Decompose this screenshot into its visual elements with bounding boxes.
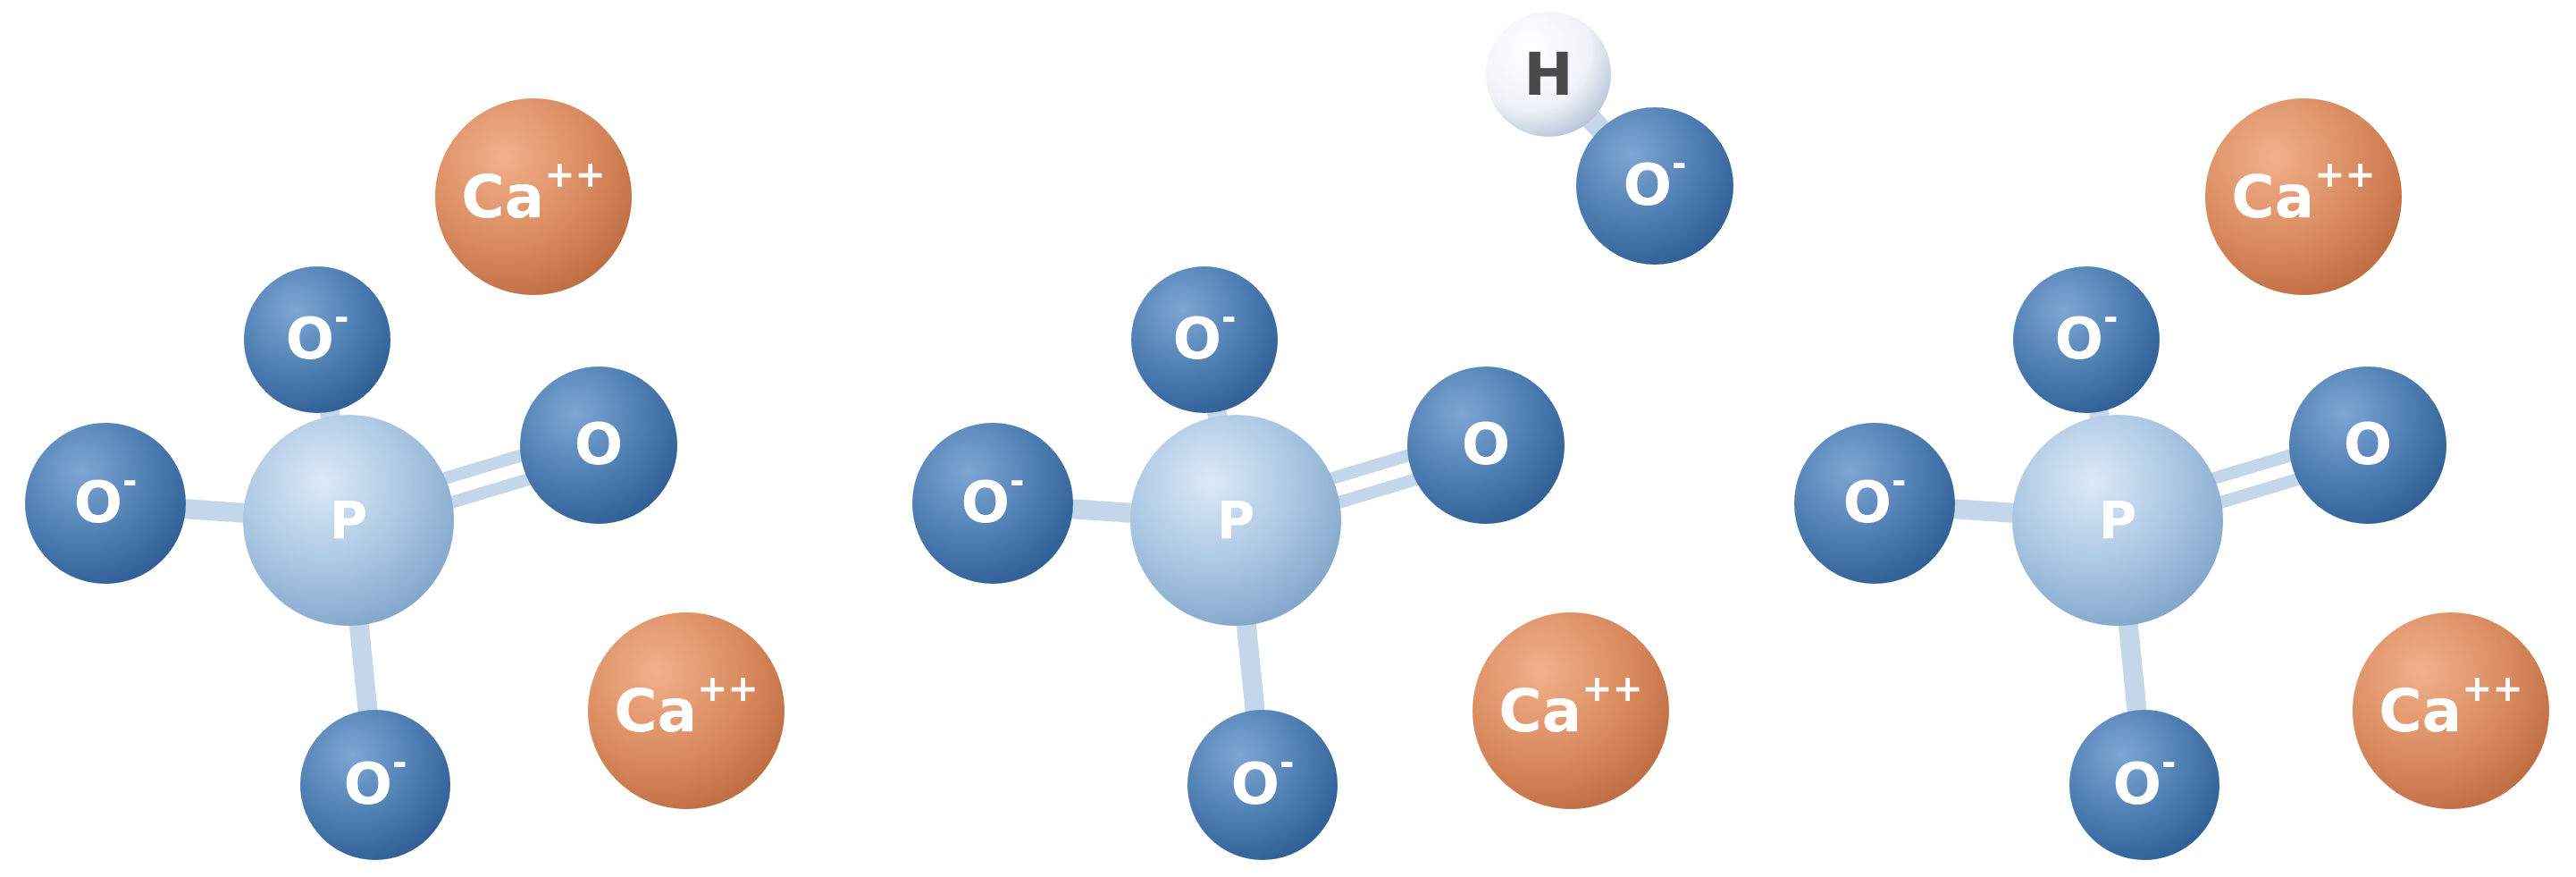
phosphate-3-oxygen-left-label: O- — [1843, 461, 1907, 536]
phosphate-1-oxygen-bottom-sphere — [300, 710, 450, 860]
phosphate-1-oxygen-double-label: O — [575, 412, 623, 478]
hydroxide-oxygen: O- — [1576, 107, 1733, 265]
calcium-ion-1: Ca++ — [435, 98, 632, 295]
phosphate-1-oxygen-top-sphere — [244, 266, 390, 413]
phosphate-2-oxygen-double-label: O — [1462, 412, 1510, 478]
phosphate-2-oxygen-double-sphere — [1407, 367, 1565, 524]
calcium-ion-1-label: Ca++ — [461, 153, 606, 232]
phosphate-2-phosphorus-label: P — [1217, 490, 1255, 551]
phosphate-1-oxygen-left: O- — [25, 423, 186, 584]
phosphate-3-oxygen-left: O- — [1794, 423, 1955, 584]
hydroxide-hydrogen-sphere — [1486, 12, 1611, 137]
phosphate-2-phosphorus-sphere — [1130, 415, 1341, 626]
hydroxide-oxygen-label: O- — [1624, 144, 1687, 219]
phosphate-2-oxygen-left: O- — [912, 423, 1073, 584]
phosphate-3-oxygen-bottom-label: O- — [2113, 743, 2177, 818]
calcium-ion-2-sphere — [588, 612, 785, 809]
phosphate-3-phosphorus-sphere — [2012, 415, 2223, 626]
phosphate-1-oxygen-bottom: O- — [300, 710, 450, 860]
calcium-ion-3: Ca++ — [1473, 612, 1669, 809]
phosphate-3-oxygen-top-sphere — [2013, 266, 2160, 413]
phosphate-3-oxygen-left-sphere — [1794, 423, 1955, 584]
phosphate-2-oxygen-double: O — [1407, 367, 1565, 524]
phosphate-3-oxygen-double: O — [2289, 367, 2446, 524]
calcium-ion-4: Ca++ — [2205, 98, 2402, 295]
atom-layer: O- O- O- O P O- O- O- O P O- O- O- O P Ca++ Ca++ Ca++ Ca++… — [25, 12, 2549, 860]
phosphate-3-oxygen-top: O- — [2013, 266, 2160, 413]
calcium-ion-4-label: Ca++ — [2231, 153, 2376, 232]
calcium-ion-4-sphere — [2205, 98, 2402, 295]
phosphate-3-oxygen-top-label: O- — [2055, 298, 2119, 373]
phosphate-1-phosphorus-sphere — [243, 415, 454, 626]
hydroxide-hydrogen: H — [1486, 12, 1611, 137]
phosphate-3-oxygen-double-sphere — [2289, 367, 2446, 524]
phosphate-2-oxygen-bottom: O- — [1187, 710, 1338, 860]
phosphate-1-phosphorus-label: P — [330, 490, 368, 551]
calcium-ion-3-label: Ca++ — [1498, 667, 1643, 746]
calcium-ion-2-label: Ca++ — [614, 667, 759, 746]
hydroxide-hydrogen-label: H — [1523, 40, 1573, 109]
calcium-ion-2: Ca++ — [588, 612, 785, 809]
phosphate-3-oxygen-double-label: O — [2344, 412, 2392, 478]
phosphate-1-phosphorus: P — [243, 415, 454, 626]
calcium-ion-5: Ca++ — [2353, 612, 2549, 809]
phosphate-2-oxygen-top: O- — [1131, 266, 1278, 413]
phosphate-1-oxygen-double: O — [520, 367, 677, 524]
phosphate-2-oxygen-bottom-sphere — [1187, 710, 1338, 860]
calcium-ion-1-sphere — [435, 98, 632, 295]
calcium-ion-5-label: Ca++ — [2379, 667, 2523, 746]
phosphate-2-oxygen-top-sphere — [1131, 266, 1278, 413]
phosphate-2-oxygen-left-label: O- — [961, 461, 1025, 536]
phosphate-2-phosphorus: P — [1130, 415, 1341, 626]
phosphate-1-oxygen-left-label: O- — [74, 461, 138, 536]
phosphate-1-oxygen-top-label: O- — [286, 298, 349, 373]
phosphate-2-oxygen-bottom-label: O- — [1231, 743, 1295, 818]
calcium-ion-5-sphere — [2353, 612, 2549, 809]
calcium-ion-3-sphere — [1473, 612, 1669, 809]
hydroxide-oxygen-sphere — [1576, 107, 1733, 265]
phosphate-3-oxygen-bottom-sphere — [2069, 710, 2219, 860]
phosphate-1-oxygen-bottom-label: O- — [344, 743, 407, 818]
phosphate-3-phosphorus-label: P — [2099, 490, 2137, 551]
phosphate-3-phosphorus: P — [2012, 415, 2223, 626]
phosphate-2-oxygen-top-label: O- — [1173, 298, 1237, 373]
phosphate-1-oxygen-double-sphere — [520, 367, 677, 524]
phosphate-2-oxygen-left-sphere — [912, 423, 1073, 584]
phosphate-1-oxygen-top: O- — [244, 266, 390, 413]
phosphate-3-oxygen-bottom: O- — [2069, 710, 2219, 860]
phosphate-1-oxygen-left-sphere — [25, 423, 186, 584]
